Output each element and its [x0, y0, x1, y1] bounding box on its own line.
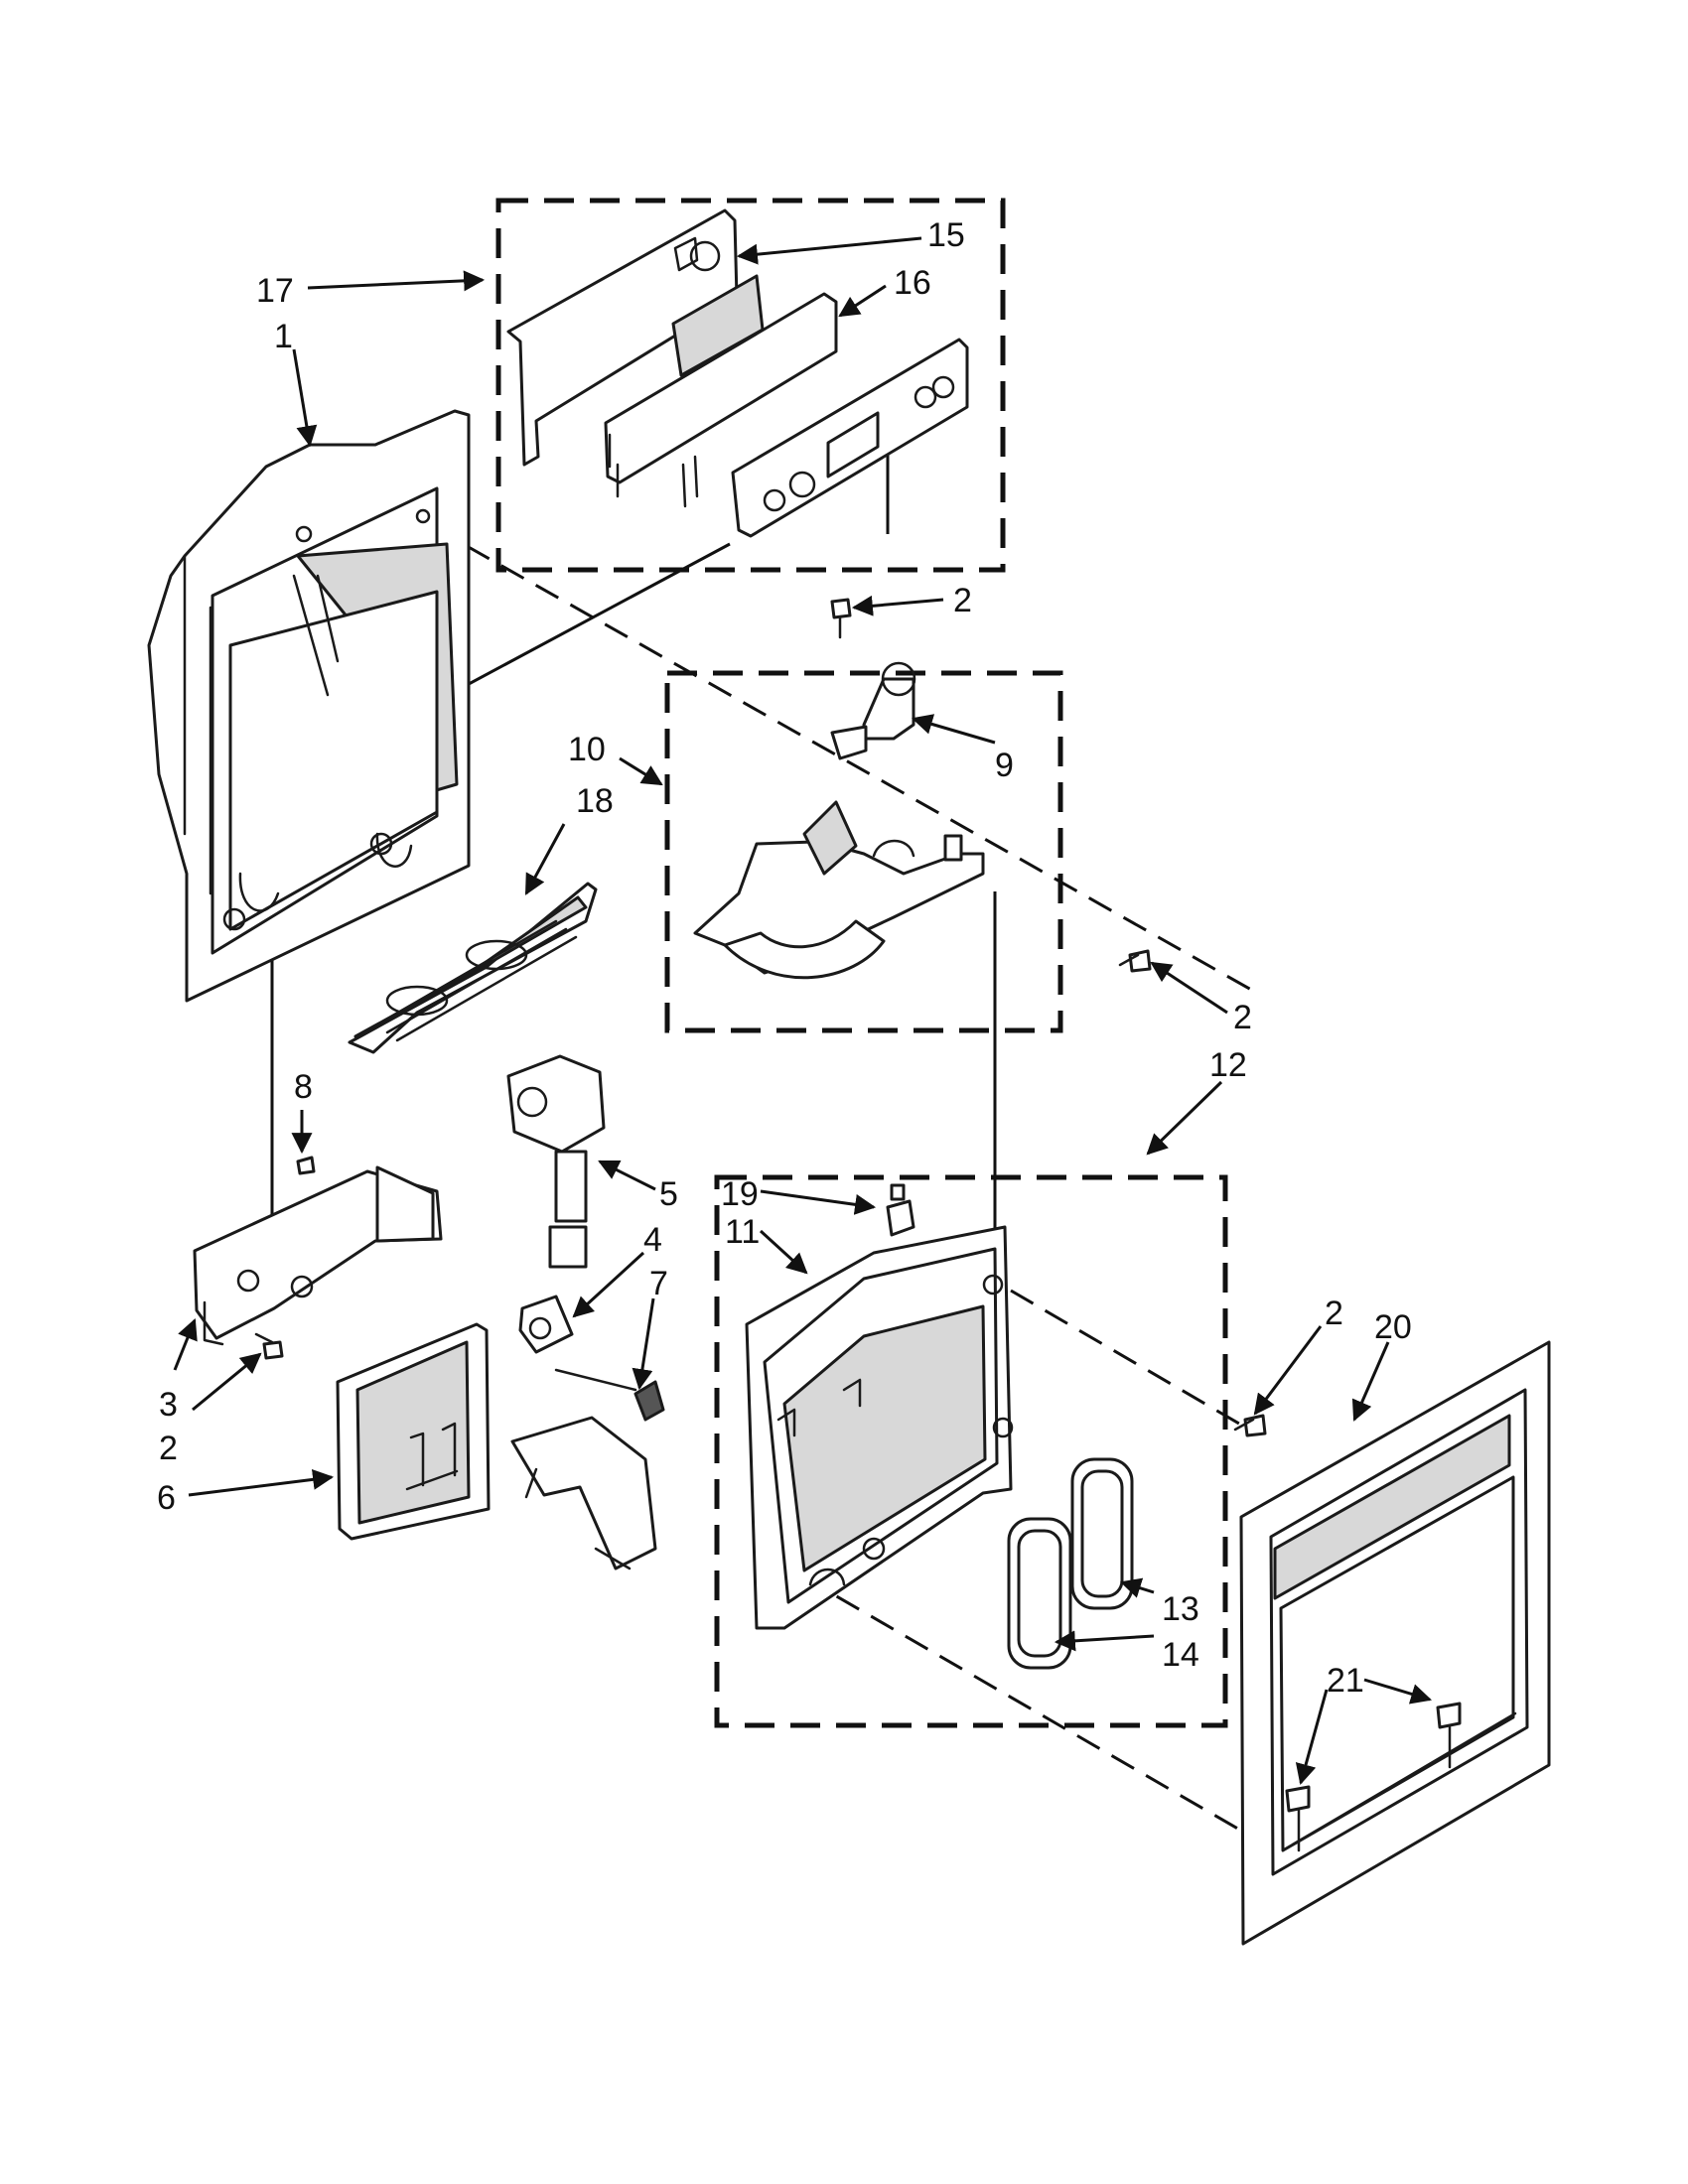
control-board: [604, 292, 838, 484]
callout-6: 6: [157, 1479, 176, 1517]
dispenser-paddle-housing: [336, 1322, 491, 1541]
dispenser-housing-inner: [745, 1225, 1014, 1630]
dispenser-trim-panel: [1239, 1340, 1551, 1946]
door-switch: [886, 1183, 915, 1237]
group-box-control-assembly: [495, 198, 1006, 573]
callout-5: 5: [659, 1175, 678, 1213]
callout-12: 12: [1209, 1046, 1247, 1084]
control-boards: [506, 208, 969, 538]
water-tube-elbow: [830, 661, 916, 760]
callout-8: 8: [294, 1068, 313, 1106]
callout-15: 15: [927, 216, 965, 254]
actuator-motor: [506, 1054, 606, 1269]
group-box-chute-assembly: [664, 670, 1063, 1033]
callout-2-mid: 2: [1233, 999, 1252, 1036]
drip-tray-grille: [348, 882, 598, 1054]
callout-18: 18: [576, 782, 614, 820]
dispenser-bracket: [193, 1165, 443, 1346]
callout-13: 13: [1162, 1590, 1199, 1628]
callout-16: 16: [894, 264, 931, 302]
callout-9: 9: [995, 747, 1014, 784]
callout-2-right: 2: [1325, 1295, 1343, 1332]
dispenser-switch: [518, 1295, 574, 1354]
callout-4: 4: [643, 1221, 662, 1259]
callout-14: 14: [1162, 1636, 1199, 1674]
dispenser-pads: [1007, 1457, 1134, 1670]
control-bracket: [506, 208, 739, 467]
leader-lines: [173, 236, 1433, 1786]
callout-1: 1: [274, 318, 293, 355]
screws: [254, 598, 1267, 1437]
callout-11: 11: [725, 1213, 760, 1251]
callout-19: 19: [721, 1175, 759, 1213]
group-box-housing-assembly: [714, 1174, 1228, 1728]
callout-labels: 17 1 15 16 2 9 10 18 2 12 8 5 4 7 3 2 6 …: [157, 216, 1412, 1700]
paddle-arm: [510, 1416, 657, 1570]
callout-2-left: 2: [159, 1430, 178, 1467]
ice-chute: [693, 800, 985, 980]
callout-7: 7: [649, 1265, 668, 1302]
trim-screws: [1285, 1702, 1462, 1852]
harness-clip: [554, 1368, 665, 1422]
callout-10: 10: [568, 731, 606, 768]
callout-21: 21: [1327, 1662, 1364, 1700]
callout-17: 17: [256, 272, 294, 310]
dispenser-housing: [147, 409, 471, 1003]
callout-2-top: 2: [953, 582, 972, 619]
callout-3: 3: [159, 1386, 178, 1424]
callout-20: 20: [1374, 1308, 1412, 1346]
